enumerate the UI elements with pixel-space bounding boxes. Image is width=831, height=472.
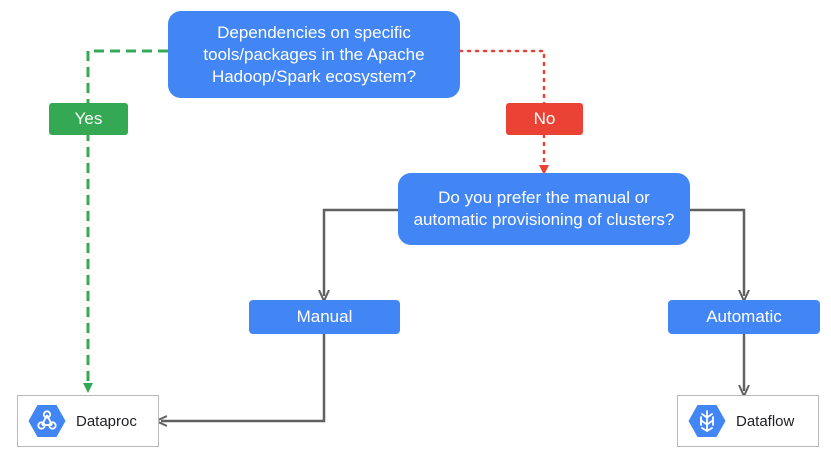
automatic-option: Automatic — [668, 300, 820, 334]
manual-connector — [324, 208, 398, 296]
question-2-text: Do you prefer the manual or automatic pr… — [413, 188, 675, 229]
dataflow-icon — [688, 404, 726, 438]
dataproc-card: Dataproc — [17, 395, 159, 447]
automatic-option-text: Automatic — [706, 307, 782, 326]
yes-connector — [83, 49, 168, 393]
yes-label-text: Yes — [74, 109, 103, 128]
question-hadoop-spark-dependencies: Dependencies on specific tools/packages … — [168, 11, 460, 98]
yes-label: Yes — [49, 103, 128, 135]
dataflow-card: Dataflow — [677, 395, 819, 447]
dataproc-label: Dataproc — [76, 412, 137, 430]
manual-option: Manual — [249, 300, 400, 334]
automatic-connector — [690, 208, 744, 296]
manual-to-dataproc-connector — [161, 334, 326, 421]
question-1-text: Dependencies on specific tools/packages … — [203, 22, 425, 86]
question-provisioning-preference: Do you prefer the manual or automatic pr… — [398, 173, 690, 245]
no-label: No — [506, 103, 583, 135]
manual-option-text: Manual — [296, 307, 353, 326]
dataproc-icon — [28, 404, 66, 438]
dataflow-label: Dataflow — [736, 412, 795, 430]
no-label-text: No — [533, 109, 556, 128]
